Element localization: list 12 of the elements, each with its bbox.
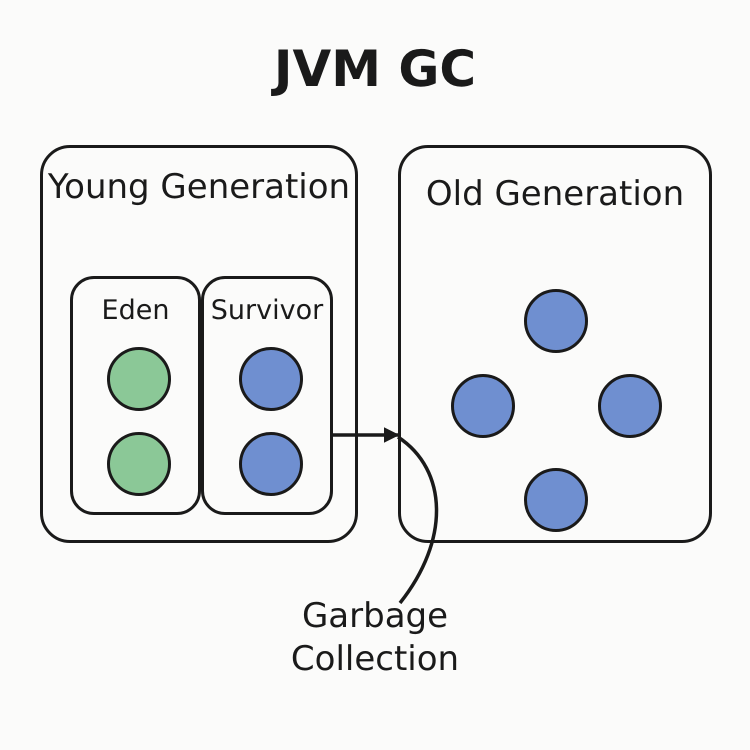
generation-box: [40, 145, 358, 543]
heading: Eden: [100, 294, 170, 328]
title: JVM GC: [0, 40, 750, 98]
generation-box: [398, 145, 712, 543]
heading: Old Generation: [424, 173, 686, 216]
space-box: [70, 276, 201, 515]
arrow: [330, 427, 400, 443]
space-box: [201, 276, 333, 515]
heading: Survivor: [210, 294, 324, 328]
heading: Young Generation: [46, 166, 352, 208]
text-label: Garbage Collection: [290, 595, 460, 680]
leader-line: [396, 436, 438, 604]
